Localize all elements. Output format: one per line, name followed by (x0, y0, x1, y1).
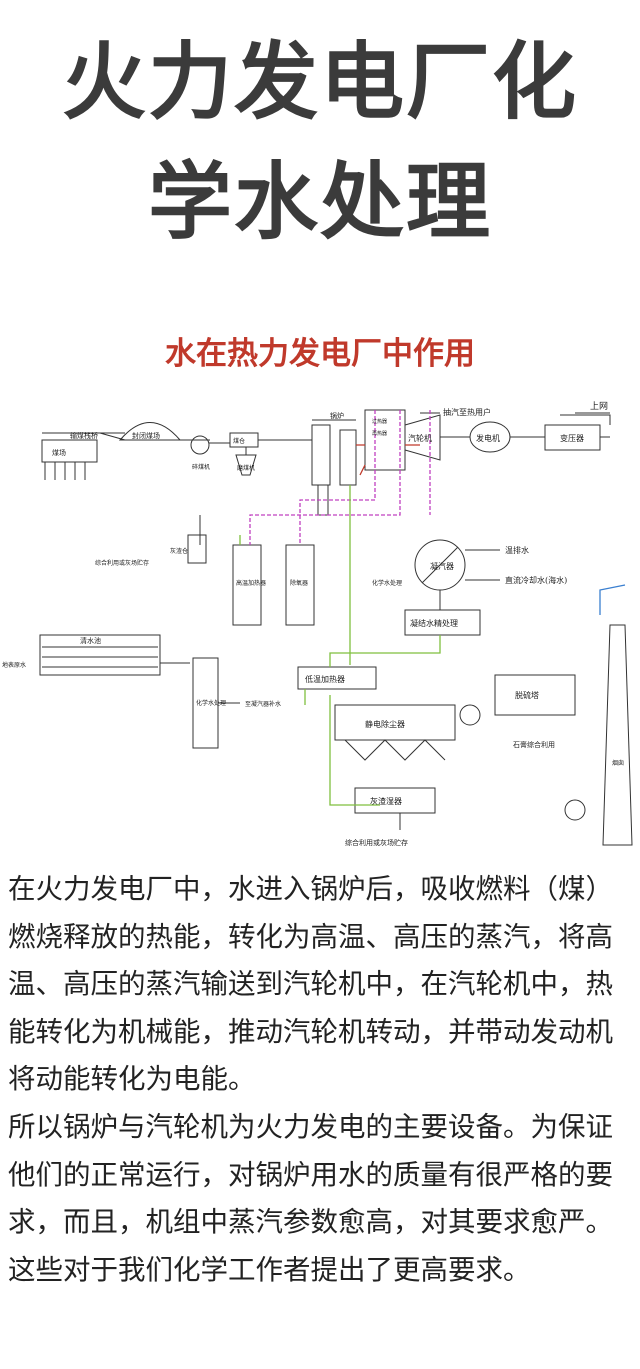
coal-storage-dome (118, 422, 182, 441)
to-condenser-label: 至凝汽器补水 (245, 700, 281, 708)
page-title-line2: 学水处理 (147, 153, 492, 251)
grid-label: 上网 (590, 401, 608, 412)
ash-storage-label: 灰渣湿器 (370, 796, 402, 806)
coal-pulverizer-label: 碎煤机 (192, 463, 210, 471)
desulfur-label: 脱硫塔 (515, 690, 539, 700)
chem-treatment-label: 化学水处理 (196, 699, 226, 707)
ash-storage-box (354, 787, 436, 814)
esp-label: 静电除尘器 (365, 719, 405, 729)
transformer-box (544, 424, 601, 451)
transformer-label: 变压器 (560, 433, 584, 443)
boiler-box (311, 424, 331, 486)
deaerator-box (285, 544, 315, 626)
mill-label: 磨煤机 (237, 464, 255, 472)
page-title-line1: 火力发电厂化 (61, 33, 578, 131)
condensate-treatment-label: 凝结水精处理 (410, 618, 458, 628)
chimney-shape (602, 624, 633, 846)
hp-heater-box (232, 544, 262, 626)
generator-label: 发电机 (476, 433, 500, 443)
chimney-label: 烟囱 (612, 759, 624, 767)
ash-silo-label: 灰渣仓 (170, 547, 188, 555)
lp-heater-label: 低温加热器 (305, 674, 345, 684)
coal-yard-label: 煤场 (52, 448, 66, 457)
extraction-label: 抽汽至热用户 (443, 407, 491, 417)
paragraph-2: 所以锅炉与汽轮机为火力发电的主要设备。为保证他们的正常运行，对锅炉用水的质量有很… (8, 1111, 613, 1286)
turbine-label: 汽轮机 (408, 433, 432, 443)
ash-use-bottom-label: 综合利用或灰场贮存 (345, 838, 408, 847)
turbine-shape (404, 414, 441, 461)
deaerator-label: 除氧器 (290, 579, 308, 587)
warm-drain-label: 温排水 (505, 545, 529, 555)
cooling-line (599, 584, 626, 615)
esp-box (334, 704, 456, 741)
ash-use-left-label: 综合利用或灰场贮存 (95, 559, 149, 567)
coal-yard-box (41, 439, 98, 463)
extraction-line (249, 410, 431, 545)
clear-pool-box (39, 634, 161, 676)
fan-circle-2 (564, 799, 586, 821)
water-line (239, 485, 441, 806)
desulfur-box (494, 674, 576, 716)
boiler-label: 锅炉 (330, 411, 344, 420)
ash-silo-box (187, 534, 207, 564)
lp-heater-box (297, 666, 377, 690)
superheater-label: 过热器 (372, 418, 387, 425)
surface-water-label: 地表原水 (2, 661, 26, 669)
condenser-label: 凝汽器 (430, 561, 454, 571)
coal-conveyor-label: 输煤栈桥 (70, 431, 98, 440)
coal-bin-label: 煤仓 (233, 437, 245, 445)
condensate-treatment-box (404, 609, 481, 636)
hp-heater-label: 高温加热器 (236, 579, 266, 587)
diagram-subtitle: 水在热力发电厂中作用 (165, 336, 475, 372)
reheater-label: 再热器 (372, 430, 387, 437)
cooling-water-label: 直流冷却水(海水) (505, 575, 567, 585)
fan-circle-1 (459, 704, 481, 726)
gypsum-label: 石膏综合利用 (513, 740, 555, 749)
coal-storage-label: 封闭煤场 (132, 431, 160, 440)
paragraph-1: 在火力发电厂中，水进入锅炉后，吸收燃料（煤）燃烧释放的热能，转化为高温、高压的蒸… (8, 873, 613, 1095)
clear-pool-label: 清水池 (80, 636, 101, 645)
mill-circle (190, 435, 210, 455)
steam-line (356, 444, 420, 476)
chem-makeup-label: 化学水处理 (372, 579, 402, 587)
process-flow-diagram: 输煤栈桥 煤场 封闭煤场 碎煤机 煤仓 磨煤机 锅炉 过热器 再热器 抽汽至热用… (2, 401, 633, 847)
